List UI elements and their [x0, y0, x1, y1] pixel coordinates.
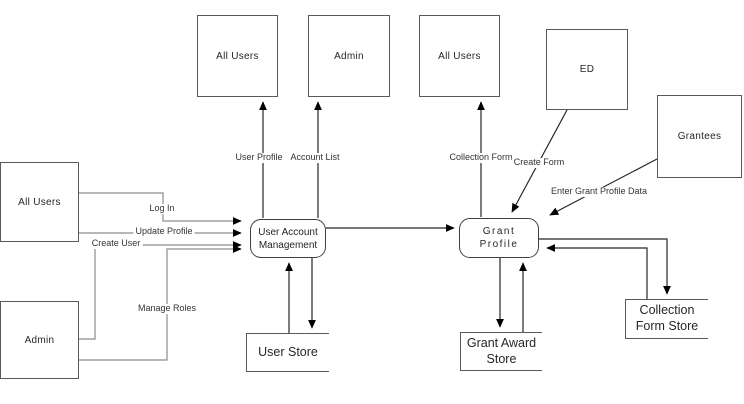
flow-label-collection-form: Collection Form [447, 152, 515, 163]
entity-admin-left: Admin [0, 301, 79, 379]
store-label: User Store [258, 344, 318, 359]
store-label: Collection Form Store [635, 303, 699, 333]
flow-label-manage-roles: Manage Roles [135, 303, 199, 314]
entity-all-users-left: All Users [0, 162, 79, 242]
flow-label-log-in: Log In [147, 203, 177, 214]
store-grant-award-store: Grant Award Store [460, 332, 542, 371]
entity-grantees: Grantees [657, 95, 742, 178]
flow-label-update-profile: Update Profile [133, 226, 195, 237]
entity-label: Admin [24, 334, 55, 346]
flow-collection-form-store-to-grant-profile [546, 244, 648, 299]
entity-label: Grantees [677, 131, 722, 142]
process-label: Grant Profile [479, 226, 519, 250]
entity-ed: ED [546, 29, 628, 110]
flow-create-user [79, 241, 242, 340]
entity-all-users-top-right: All Users [419, 15, 500, 97]
flow-label-create-user: Create User [89, 238, 143, 249]
store-label: Grant Award Store [466, 335, 537, 366]
process-label: User Account Management [258, 226, 318, 251]
entity-label: All Users [216, 50, 259, 62]
entity-all-users-top: All Users [197, 15, 278, 97]
entity-admin-top: Admin [308, 15, 390, 97]
flow-enter-grant-profile-data [549, 158, 658, 216]
flow-label-user-profile: User Profile [233, 152, 285, 163]
entity-label: All Users [438, 50, 481, 62]
process-grant-profile: Grant Profile [459, 218, 539, 258]
store-user-store: User Store [246, 333, 329, 372]
store-collection-form-store: Collection Form Store [625, 299, 708, 339]
flow-label-create-form: Create Form [511, 157, 567, 168]
flow-grant-profile-to-collection-form-store [539, 238, 671, 295]
entity-label: ED [579, 64, 595, 75]
flow-label-account-list: Account List [288, 152, 342, 163]
entity-label: All Users [18, 196, 61, 208]
flow-label-enter-grant-profile-data: Enter Grant Profile Data [548, 186, 650, 197]
entity-label: Admin [334, 50, 364, 62]
process-user-account-management: User Account Management [250, 219, 326, 258]
